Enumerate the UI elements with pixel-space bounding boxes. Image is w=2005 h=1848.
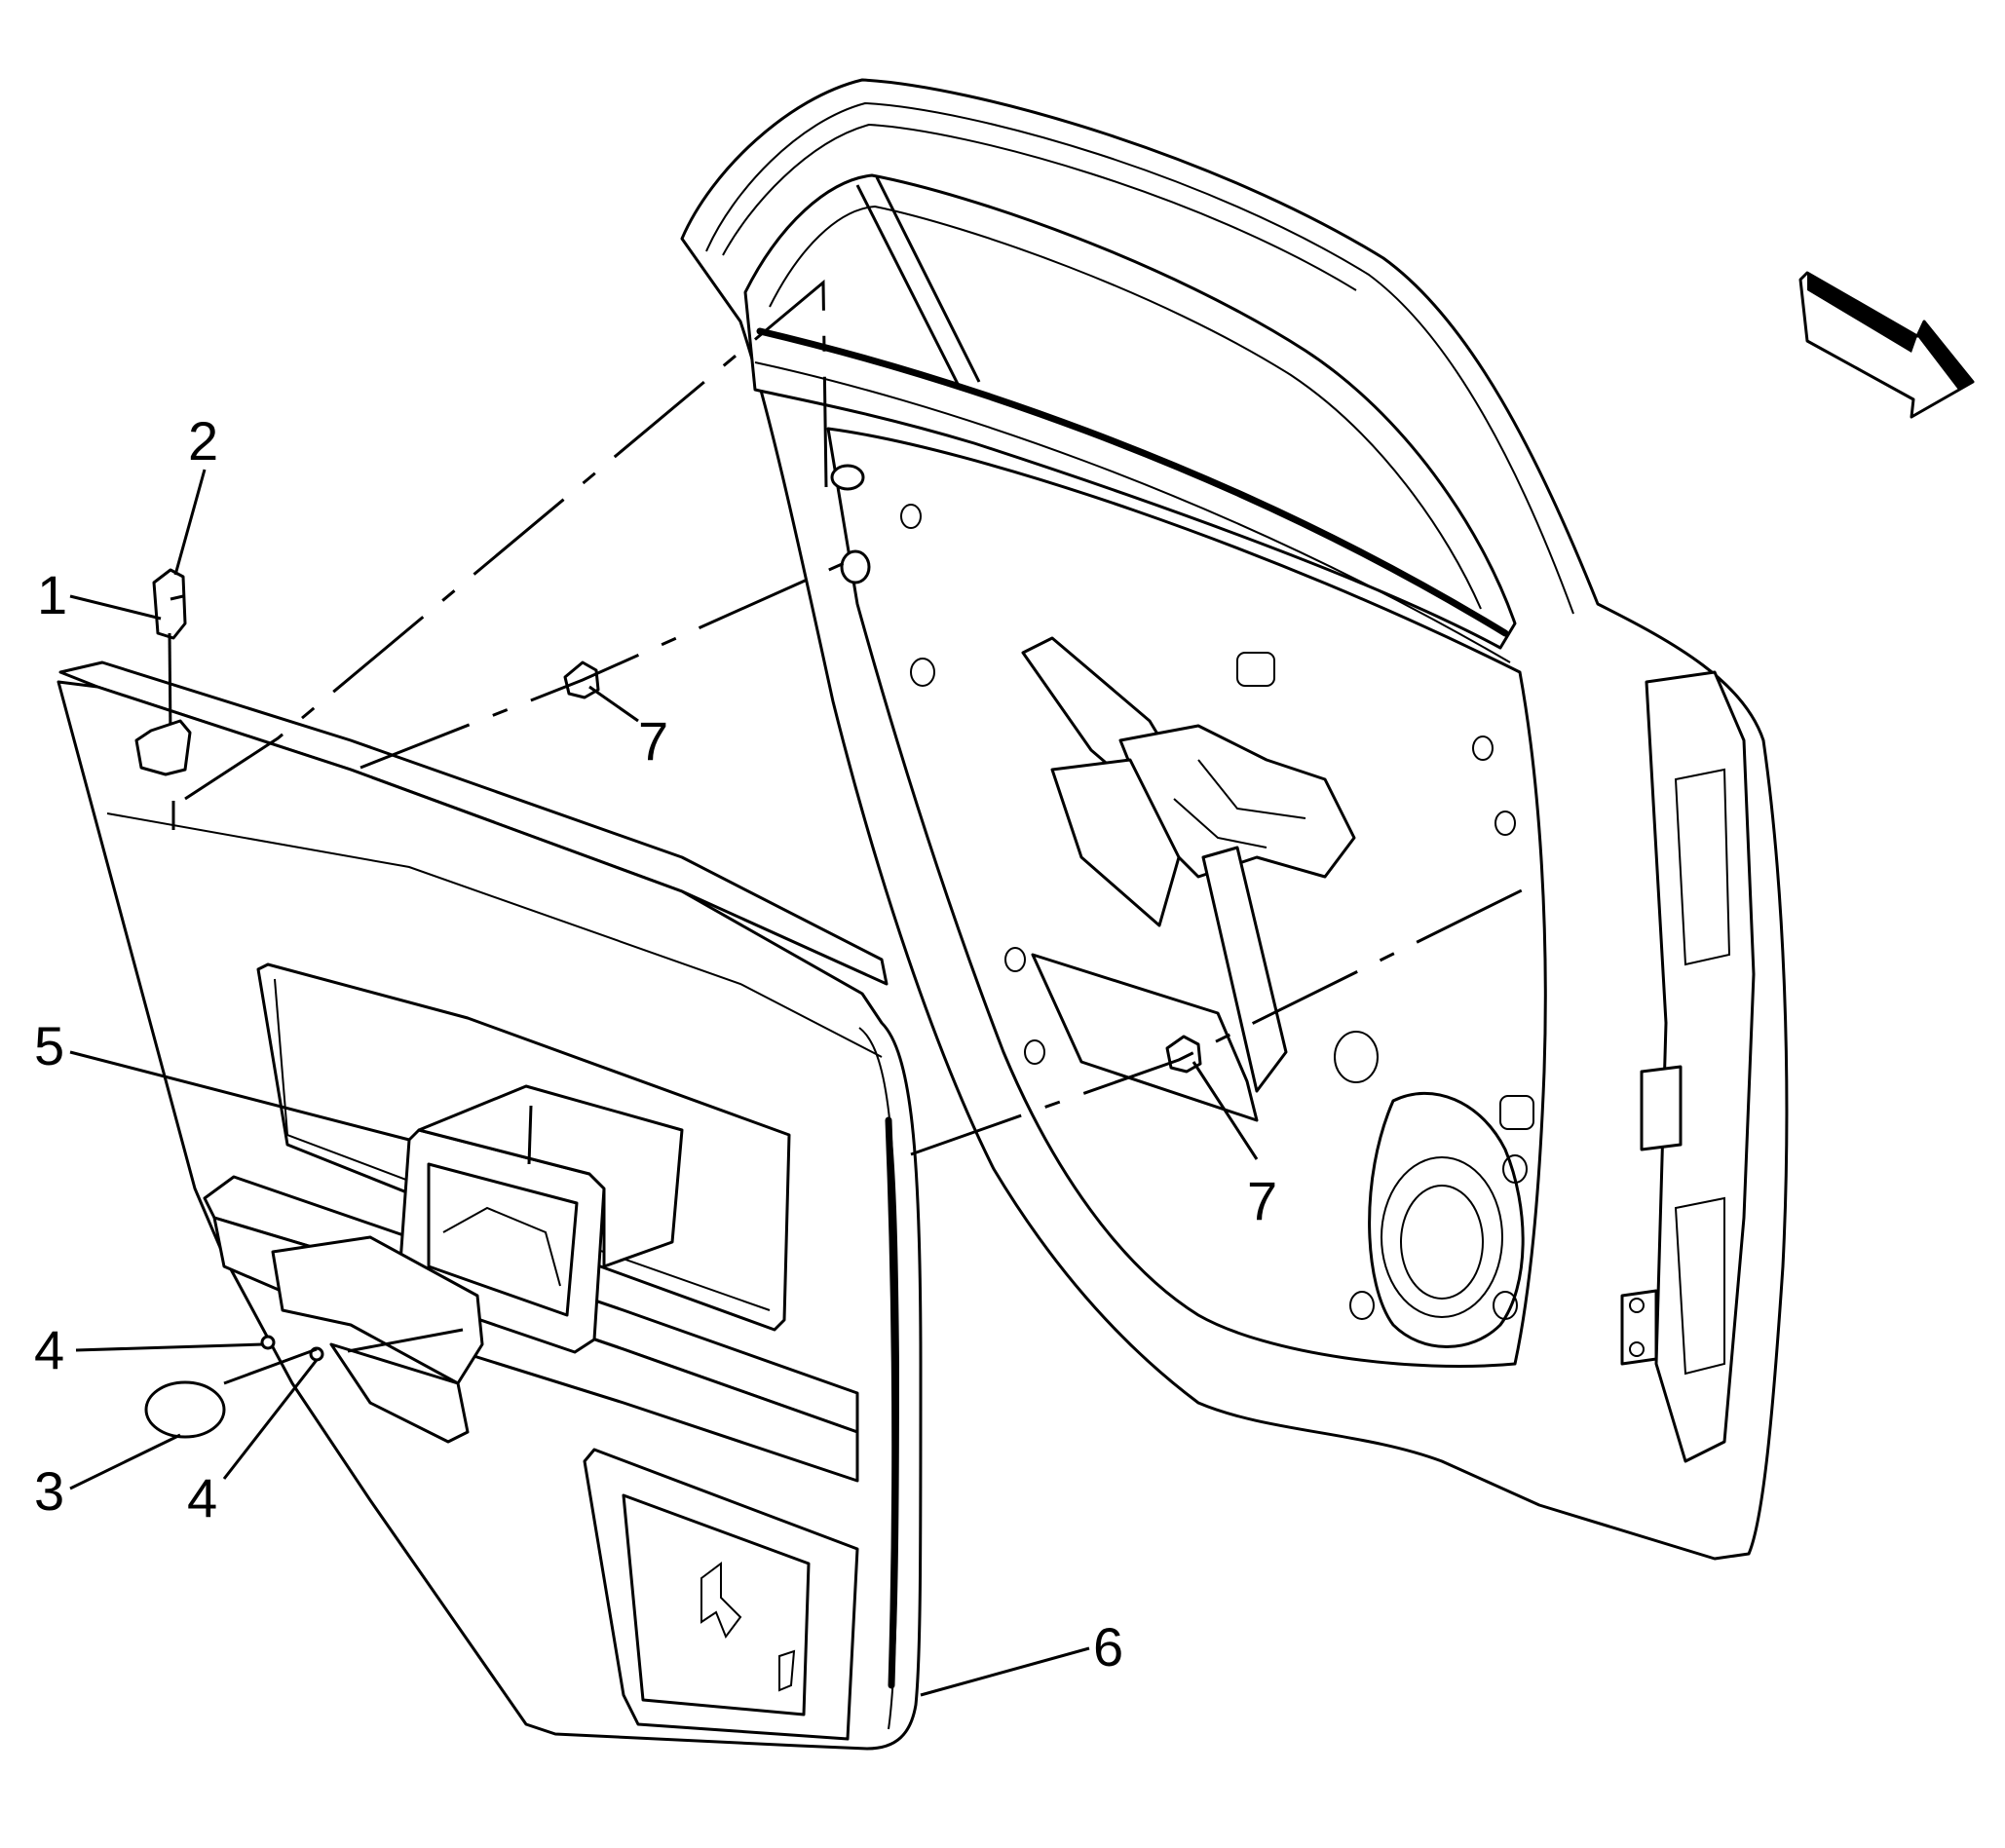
door-frame <box>680 78 1789 1561</box>
speaker-center <box>1400 1185 1484 1300</box>
door-frame-flange-2 <box>722 123 1357 291</box>
trim-plug <box>144 1380 226 1439</box>
speaker-grille-logo <box>700 1562 742 1640</box>
lower-hinge-bracket <box>1620 1289 1658 1366</box>
callout-labels: 1 2 3 4 4 5 6 7 7 <box>34 410 1277 1678</box>
leader-5 <box>69 1050 410 1142</box>
direction-arrow-head-shade <box>1917 321 1973 390</box>
leader-7a <box>588 685 639 723</box>
speaker-ring <box>1381 1156 1503 1318</box>
lock-knob <box>152 568 187 640</box>
callout-6: 6 <box>1093 1616 1123 1678</box>
mount-hole <box>910 658 935 687</box>
mount-hole <box>1004 947 1026 972</box>
mount-hole <box>1493 1291 1518 1320</box>
inside-handle-bezel-cup <box>427 1162 579 1317</box>
leader-4a <box>75 1342 264 1352</box>
alignment-line-retainer-lower <box>910 880 1540 1156</box>
callout-7-lower: 7 <box>1247 1170 1277 1231</box>
hinge-reinforcement-lower <box>1674 1196 1725 1376</box>
hinge-bolt <box>1629 1298 1645 1313</box>
alignment-lines <box>171 279 1540 1385</box>
retainer-hole-upper <box>840 549 871 585</box>
leader-3 <box>69 1433 181 1490</box>
access-opening-lower <box>1031 953 1259 1122</box>
leader-6 <box>920 1646 1090 1697</box>
leader-4b <box>222 1359 319 1480</box>
callout-5: 5 <box>34 1015 64 1076</box>
bezel-rib <box>527 1105 533 1165</box>
hinge-bolt <box>1629 1341 1645 1357</box>
mount-hole <box>1502 1154 1528 1184</box>
mount-hole <box>1494 811 1516 836</box>
mount-hole <box>1472 735 1494 761</box>
pull-cup-lower <box>329 1342 470 1444</box>
latch-rod <box>1197 759 1306 819</box>
trim-edge-molding <box>885 1116 899 1689</box>
direction-arrow-shade <box>1807 273 1917 353</box>
callout-3: 3 <box>34 1460 64 1522</box>
alignment-line-lock-rod <box>184 279 828 801</box>
front-direction-arrow-icon <box>1798 271 1975 419</box>
leader-1 <box>69 594 162 621</box>
division-channel <box>855 184 962 389</box>
callout-4-lower: 4 <box>187 1467 217 1528</box>
check-link-opening <box>1640 1065 1683 1151</box>
mount-hole <box>1334 1031 1379 1083</box>
speaker-opening <box>1368 1091 1525 1348</box>
access-opening-upper <box>1050 758 1181 927</box>
pull-cup <box>271 1235 484 1385</box>
lock-knob-collar <box>170 594 184 601</box>
door-frame-flange <box>705 101 1574 615</box>
bezel-housing-top <box>417 1084 684 1268</box>
window-regulator-rail <box>1201 846 1288 1093</box>
latch-cable <box>1173 798 1267 849</box>
upper-insert-inner <box>274 978 771 1311</box>
mount-hole <box>1024 1039 1045 1065</box>
door-trim-panel <box>57 660 923 1751</box>
hinge-reinforcement-upper <box>1674 768 1731 966</box>
alignment-line-screw-upper <box>223 1347 318 1385</box>
belt-line-inner <box>754 361 1511 663</box>
callout-2: 2 <box>188 410 218 471</box>
belt-line-molding <box>756 327 1509 637</box>
lock-rod-bezel <box>134 719 192 776</box>
trim-screw <box>260 1335 276 1350</box>
mount-hole <box>1349 1291 1375 1320</box>
leader-2 <box>173 469 207 576</box>
window-glass-run <box>769 205 1482 610</box>
clip-slot <box>1236 652 1275 687</box>
door-inner-panel <box>826 427 1547 1369</box>
callout-7-upper: 7 <box>638 710 668 772</box>
trim-retainer-lower <box>1165 1035 1202 1074</box>
callout-1: 1 <box>37 564 67 625</box>
handle-lever <box>442 1206 561 1287</box>
alignment-line-retainer-upper <box>359 555 858 770</box>
retainer-hole-top <box>830 464 865 491</box>
leader-lines <box>69 469 1259 1697</box>
clip-slot <box>1499 1095 1534 1130</box>
leader-7b <box>1192 1061 1259 1160</box>
alignment-line-screw-lower <box>321 1328 464 1358</box>
door-lock-rod-assembly <box>134 568 192 776</box>
map-pocket-opening <box>622 1493 811 1716</box>
callout-4-upper: 4 <box>34 1319 64 1380</box>
speaker-grille-vent <box>778 1649 796 1692</box>
mount-hole <box>900 504 922 529</box>
division-channel-2 <box>875 176 981 383</box>
trim-crease-upper <box>106 812 883 1058</box>
